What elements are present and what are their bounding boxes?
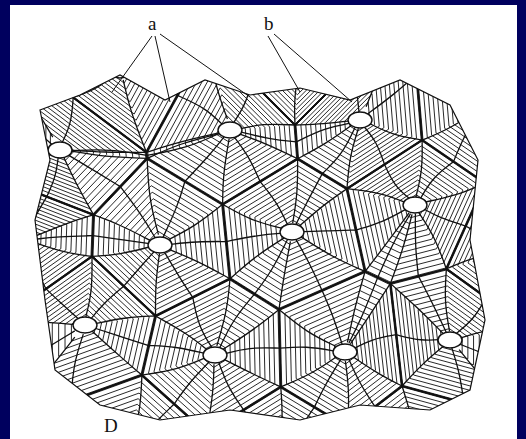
part-letter: b <box>264 14 274 33</box>
cell <box>411 0 526 183</box>
cell <box>348 386 526 439</box>
cell <box>390 269 526 420</box>
cell <box>0 178 94 321</box>
cell <box>206 0 413 125</box>
cell <box>146 39 297 205</box>
cell <box>0 0 209 152</box>
cell <box>0 43 147 215</box>
cell <box>446 173 526 327</box>
part-letter: a <box>148 14 156 33</box>
cell <box>0 375 206 439</box>
part-letter: D <box>104 416 118 435</box>
cell <box>142 279 281 433</box>
tissue-outline <box>35 75 485 420</box>
cell <box>295 9 422 189</box>
